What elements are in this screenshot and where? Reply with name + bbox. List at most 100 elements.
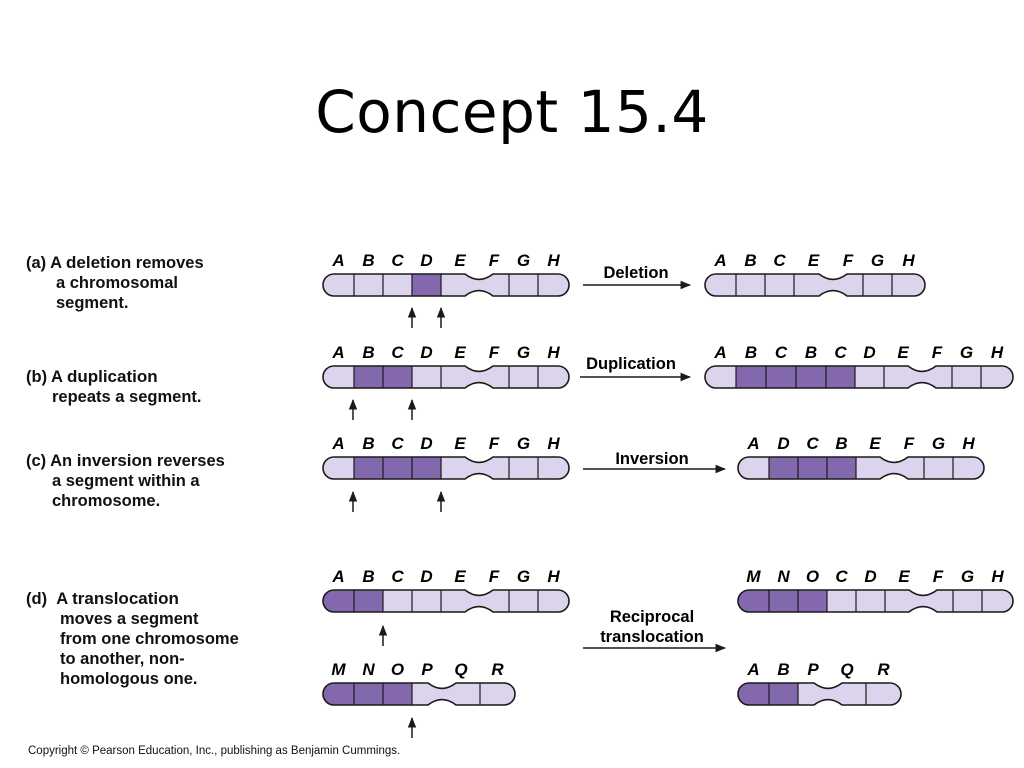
chromosome-segment bbox=[769, 457, 798, 479]
chromosome-segment bbox=[705, 366, 736, 388]
gene-label: B bbox=[362, 567, 374, 586]
gene-label: B bbox=[362, 343, 374, 362]
gene-label: C bbox=[391, 343, 404, 362]
slide-title: Concept 15.4 bbox=[315, 78, 709, 146]
gene-label: E bbox=[454, 567, 466, 586]
gene-label: C bbox=[835, 567, 848, 586]
copyright-notice: Copyright © Pearson Education, Inc., pub… bbox=[28, 745, 401, 757]
label-a-key: deletion bbox=[66, 253, 132, 272]
chromosome-segment bbox=[798, 590, 827, 612]
gene-label: E bbox=[898, 567, 910, 586]
gene-label: R bbox=[491, 660, 504, 679]
chromosome-segment bbox=[828, 683, 866, 705]
chromosome-segment bbox=[412, 274, 441, 296]
gene-label: D bbox=[420, 567, 432, 586]
chromosome-segment bbox=[796, 366, 826, 388]
chromosome-segment bbox=[538, 457, 569, 479]
chromosome-segment bbox=[892, 274, 925, 296]
gene-label: B bbox=[805, 343, 817, 362]
gene-label: F bbox=[904, 434, 915, 453]
label-translocation: (d) A translocation moves a segment from… bbox=[26, 589, 239, 689]
chromosome-segment bbox=[833, 274, 863, 296]
gene-label: B bbox=[744, 251, 756, 270]
chromosome-segment bbox=[383, 366, 412, 388]
gene-label: A bbox=[713, 343, 726, 362]
gene-label: C bbox=[834, 343, 847, 362]
gene-label: G bbox=[517, 251, 530, 270]
chromosome-segment bbox=[354, 366, 383, 388]
chromosome-segment bbox=[441, 457, 479, 479]
chromosome-segment bbox=[766, 366, 796, 388]
chromosome-segment bbox=[480, 683, 515, 705]
gene-label: D bbox=[420, 434, 432, 453]
chromosome-segment bbox=[982, 590, 1013, 612]
gene-label: H bbox=[962, 434, 975, 453]
chromosome-segment bbox=[827, 590, 856, 612]
chromosome-segment bbox=[354, 274, 383, 296]
chromosome-segment bbox=[509, 457, 538, 479]
gene-label: C bbox=[391, 251, 404, 270]
label-b-prefix: (b) A bbox=[26, 368, 67, 386]
gene-label: C bbox=[391, 434, 404, 453]
chromosome-segment bbox=[509, 590, 538, 612]
gene-label: D bbox=[864, 567, 876, 586]
label-c-key: inversion bbox=[76, 451, 153, 470]
chromosome-segment bbox=[479, 274, 509, 296]
gene-label: F bbox=[489, 251, 500, 270]
gene-label: H bbox=[547, 567, 560, 586]
chromosome-segment bbox=[953, 590, 982, 612]
label-d-prefix: (d) bbox=[26, 590, 48, 608]
chromosome-segment bbox=[924, 457, 953, 479]
label-b-line: repeats a segment. bbox=[52, 388, 202, 406]
gene-label: D bbox=[777, 434, 789, 453]
chromosome-segment bbox=[884, 366, 922, 388]
label-d-line: to another, non- bbox=[60, 650, 185, 668]
label-d-line: moves a segment bbox=[60, 610, 199, 628]
chromosome-segment bbox=[856, 590, 885, 612]
gene-label: B bbox=[362, 251, 374, 270]
label-deletion: (a) A deletion removes a chromosomal seg… bbox=[26, 253, 204, 313]
chromosome-segment bbox=[412, 457, 441, 479]
gene-label: E bbox=[454, 343, 466, 362]
chromosome-segment bbox=[383, 274, 412, 296]
chromosome-segment bbox=[538, 366, 569, 388]
gene-label: G bbox=[960, 343, 973, 362]
label-d-key: translocation bbox=[72, 589, 179, 608]
gene-label: G bbox=[961, 567, 974, 586]
gene-label: Q bbox=[454, 660, 467, 679]
gene-label: A bbox=[331, 251, 344, 270]
gene-label: G bbox=[517, 434, 530, 453]
chromosome-segment bbox=[479, 590, 509, 612]
gene-label: H bbox=[547, 251, 560, 270]
process-label-inversion: Inversion bbox=[615, 450, 688, 468]
gene-label: H bbox=[991, 343, 1004, 362]
gene-label: D bbox=[420, 343, 432, 362]
chromosome-segment bbox=[323, 366, 354, 388]
chromosome-segment bbox=[856, 457, 894, 479]
chromosome-segment bbox=[441, 590, 479, 612]
gene-label: G bbox=[517, 343, 530, 362]
gene-label: A bbox=[331, 343, 344, 362]
process-label-duplication: Duplication bbox=[586, 355, 676, 373]
chromosome-segment bbox=[509, 366, 538, 388]
gene-label: E bbox=[454, 434, 466, 453]
chromosome-segment bbox=[769, 683, 798, 705]
chromosome-segment bbox=[354, 457, 383, 479]
gene-label: O bbox=[806, 567, 819, 586]
gene-label: F bbox=[933, 567, 944, 586]
chromosome-segment bbox=[354, 590, 383, 612]
chromosome-segment bbox=[441, 274, 479, 296]
label-inversion: (c) An inversion reverses a segment with… bbox=[26, 451, 225, 511]
gene-label: B bbox=[362, 434, 374, 453]
chromosome-segment bbox=[798, 457, 827, 479]
gene-label: N bbox=[362, 660, 375, 679]
gene-label: G bbox=[517, 567, 530, 586]
